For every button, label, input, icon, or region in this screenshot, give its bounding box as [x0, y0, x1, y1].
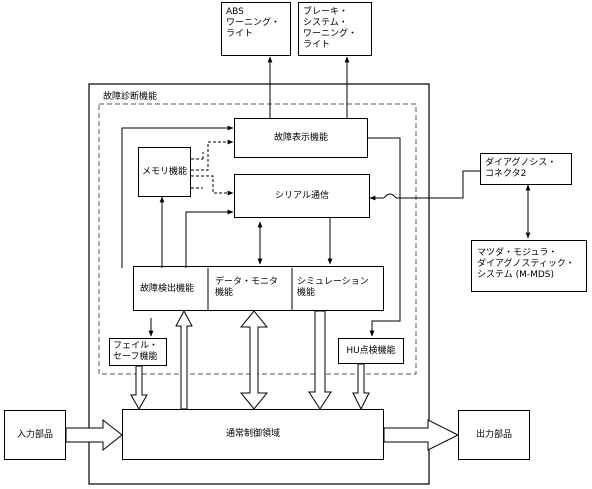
section-title: 故障診断機能 — [103, 92, 158, 102]
hollow-arrow-simulation-down — [308, 310, 332, 410]
hollow-arrow-input — [65, 418, 123, 452]
memory-to-serial — [191, 175, 234, 196]
memory-label: メモリ機能 — [141, 166, 187, 177]
fault-display-label: 故障表示機能 — [273, 132, 328, 143]
memory-box: メモリ機能 — [138, 147, 191, 197]
hollow-arrow-datamonitor-bidir — [239, 310, 269, 410]
diagnosis-connector-label: ダイアグノシス・ コネクタ2 — [485, 158, 557, 179]
normal-control-box: 通常制御領域 — [122, 409, 384, 460]
failsafe-label: フェイル・ セーフ機能 — [113, 341, 159, 362]
failsafe-box: フェイル・ セーフ機能 — [109, 338, 167, 366]
mmds-box: マツダ・モジュラ・ ダイアグノスティック・ システム (M-MDS) — [471, 240, 587, 292]
hollow-arrow-failsafe-down — [130, 365, 148, 411]
connector-line — [396, 170, 480, 199]
hollow-arrow-output — [383, 419, 460, 451]
normal-control-label: 通常制御領域 — [225, 429, 280, 439]
output-parts-box: 出力部品 — [458, 410, 530, 460]
input-parts-box: 入力部品 — [4, 410, 66, 460]
fault-detect-label: 故障検出機能 — [140, 284, 195, 294]
output-parts-label: 出力部品 — [475, 429, 512, 440]
hollow-arrow-up-to-detect — [175, 309, 193, 410]
display-to-hu-loop — [368, 137, 401, 337]
detect-to-serial — [185, 209, 234, 268]
serial-comm-label: シリアル通信 — [275, 190, 329, 201]
abs-warning-light-box: ABS ワーニング・ ライト — [221, 2, 291, 56]
abs-warning-label: ABS ワーニング・ ライト — [226, 7, 281, 39]
serial-comm-box: シリアル通信 — [234, 174, 370, 218]
fault-display-box: 故障表示機能 — [234, 118, 368, 158]
memory-to-fault-display — [191, 139, 234, 171]
brake-warning-label: ブレーキ・ システム・ ワーニング・ ライト — [303, 7, 358, 50]
line-crossing-hop — [383, 193, 397, 199]
hollow-arrow-hu-down — [352, 363, 370, 411]
hu-check-box: HU点検機能 — [338, 338, 404, 364]
hu-check-label: HU点検機能 — [346, 345, 396, 356]
data-monitor-label: データ・モニタ 機能 — [215, 277, 279, 298]
simulation-label: シミュレーション 機能 — [297, 277, 369, 298]
diagnosis-connector-box: ダイアグノシス・ コネクタ2 — [480, 153, 572, 185]
detect-to-display-loop — [121, 125, 234, 268]
brake-warning-light-box: ブレーキ・ システム・ ワーニング・ ライト — [298, 2, 372, 56]
function-row-box — [133, 266, 384, 311]
outer-frame — [88, 83, 430, 485]
mmds-label: マツダ・モジュラ・ ダイアグノスティック・ システム (M-MDS) — [477, 248, 575, 280]
input-parts-label: 入力部品 — [16, 429, 53, 440]
